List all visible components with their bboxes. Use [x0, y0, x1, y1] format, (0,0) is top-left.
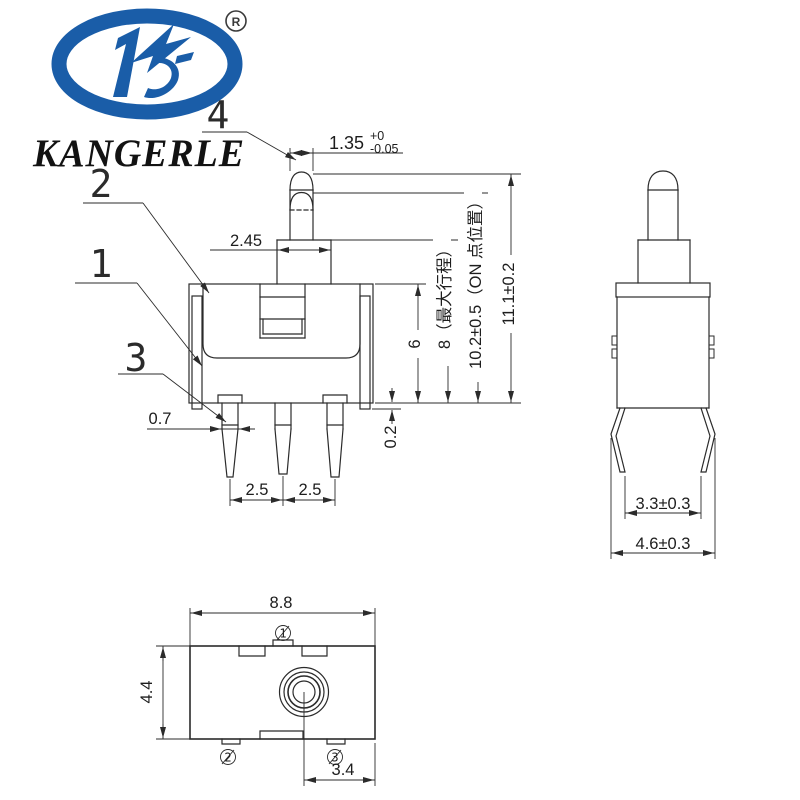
logo-ellipse-ring: [51, 8, 243, 120]
front-neck: [276, 239, 332, 285]
front-dimensions: 1.35 +0 -0.05 2.45: [147, 129, 521, 506]
dim-body-height: 6: [406, 339, 424, 348]
brand-logo: R KANGERLE: [32, 8, 247, 175]
front-pin-middle: [274, 402, 292, 475]
dim-plunger-dia: 1.35: [329, 133, 364, 153]
callout-2: 2: [90, 162, 113, 206]
terminal-3-label: 3: [331, 751, 338, 765]
terminal-2-marker: 2: [220, 749, 236, 765]
dim-plunger-tol-up: +0: [370, 129, 384, 143]
dim-top-width: 8.8: [270, 594, 293, 612]
dim-travel: 8（最大行程）: [435, 241, 454, 349]
dim-on-point: 10.2±0.5（ON 点位置）: [466, 193, 485, 369]
dim-standoff: 0.2: [382, 426, 400, 449]
brand-name: KANGERLE: [32, 132, 245, 175]
side-plunger: [637, 170, 691, 284]
front-slider-block: [259, 283, 306, 339]
front-pin-right: [322, 394, 348, 478]
dim-tip-span: 3.3±0.3: [636, 495, 691, 513]
dim-plunger-tol-dn: -0.05: [370, 142, 399, 156]
dim-total-height: 11.1±0.2: [500, 263, 518, 326]
side-body: [611, 282, 715, 409]
top-view: 1 2 3 8.8: [138, 594, 376, 786]
terminal-1-marker: 1: [275, 625, 291, 641]
callout-4: 4: [207, 93, 230, 137]
dim-pitch-b: 2.5: [299, 481, 322, 499]
terminal-3-marker: 3: [327, 749, 343, 765]
front-bracket-left: [191, 295, 203, 410]
terminal-2-label: 2: [224, 751, 231, 765]
callouts: 4 2 1 3: [75, 93, 297, 423]
front-plunger: [289, 171, 314, 241]
callout-1: 1: [90, 242, 113, 286]
front-view: [188, 171, 374, 478]
side-view: 3.3±0.3 4.6±0.3: [610, 170, 716, 559]
front-bracket-right: [359, 295, 371, 410]
front-body: [188, 283, 374, 404]
dim-pin-width: 0.7: [149, 410, 172, 428]
dim-pitch-a: 2.5: [246, 481, 269, 499]
front-pin-left: [217, 394, 243, 478]
logo-k-glyph: [113, 24, 194, 99]
callout-3: 3: [125, 336, 148, 380]
registered-mark: R: [232, 15, 241, 29]
top-body-outline: [189, 639, 376, 745]
side-leg-left: [610, 407, 626, 473]
dim-top-depth: 4.4: [138, 681, 156, 704]
side-leg-right: [700, 407, 716, 473]
dim-outer-span: 4.6±0.3: [636, 535, 691, 553]
dim-center-offset: 3.4: [332, 761, 355, 779]
terminal-1-label: 1: [279, 627, 286, 641]
registered-mark-circle: [225, 10, 247, 32]
dim-neck-width: 2.45: [230, 232, 262, 250]
